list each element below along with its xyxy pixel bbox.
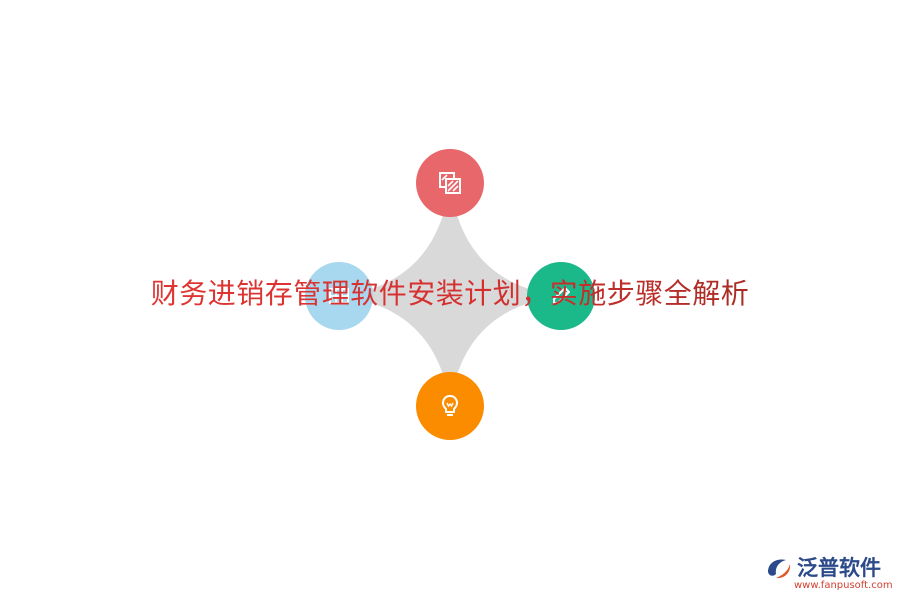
logo-name: 泛普软件 — [797, 556, 881, 580]
lightbulb-icon — [442, 395, 458, 416]
diagram-node-left — [305, 262, 373, 330]
diagram-node-bottom — [416, 372, 484, 440]
page-title: 财务进销存管理软件安装计划，实施步骤全解析 — [0, 272, 900, 312]
grid-icon — [329, 288, 349, 304]
logo-url: www.fanpusoft.com — [794, 580, 893, 591]
diagonal-stripes-icon — [439, 172, 461, 194]
diagram-node-top — [416, 149, 484, 217]
diagram-node-right — [527, 262, 595, 330]
pencil-icon — [553, 287, 570, 304]
brand-logo: 泛普软件 www.fanpusoft.com — [764, 552, 894, 596]
fanpu-logo-icon — [768, 559, 791, 579]
